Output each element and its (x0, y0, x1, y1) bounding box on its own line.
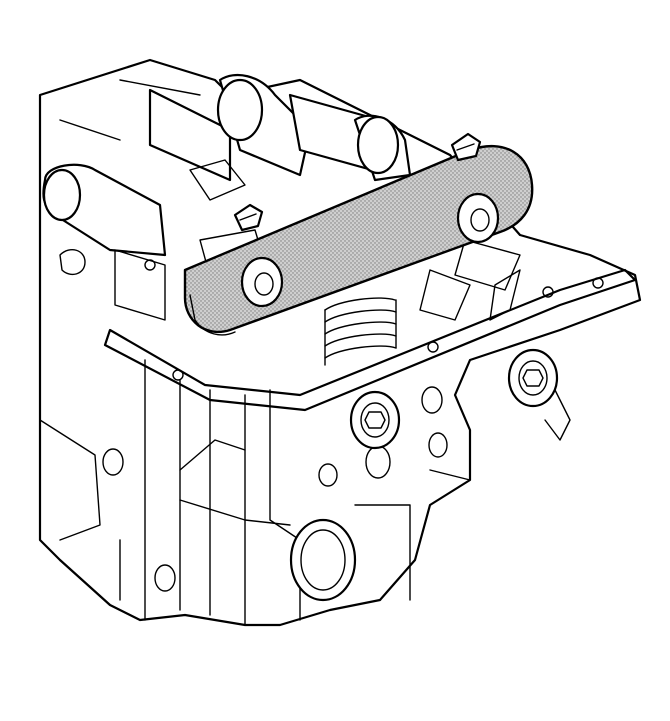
tool-bolt-head-right (450, 132, 482, 162)
camshaft (42, 73, 412, 257)
head-flange (103, 268, 637, 412)
camshaft-holding-tool (183, 144, 534, 336)
tool-bolt-head-left (233, 203, 264, 232)
hex-bolt-right (507, 348, 571, 441)
tool-hole-right (456, 192, 500, 244)
rocker-arms (59, 159, 521, 321)
valve-spring (324, 297, 397, 366)
spark-plug-bore (289, 518, 357, 602)
tool-hole-left (240, 256, 284, 308)
hex-bolt-left (349, 390, 401, 450)
casting-holes (102, 386, 448, 592)
